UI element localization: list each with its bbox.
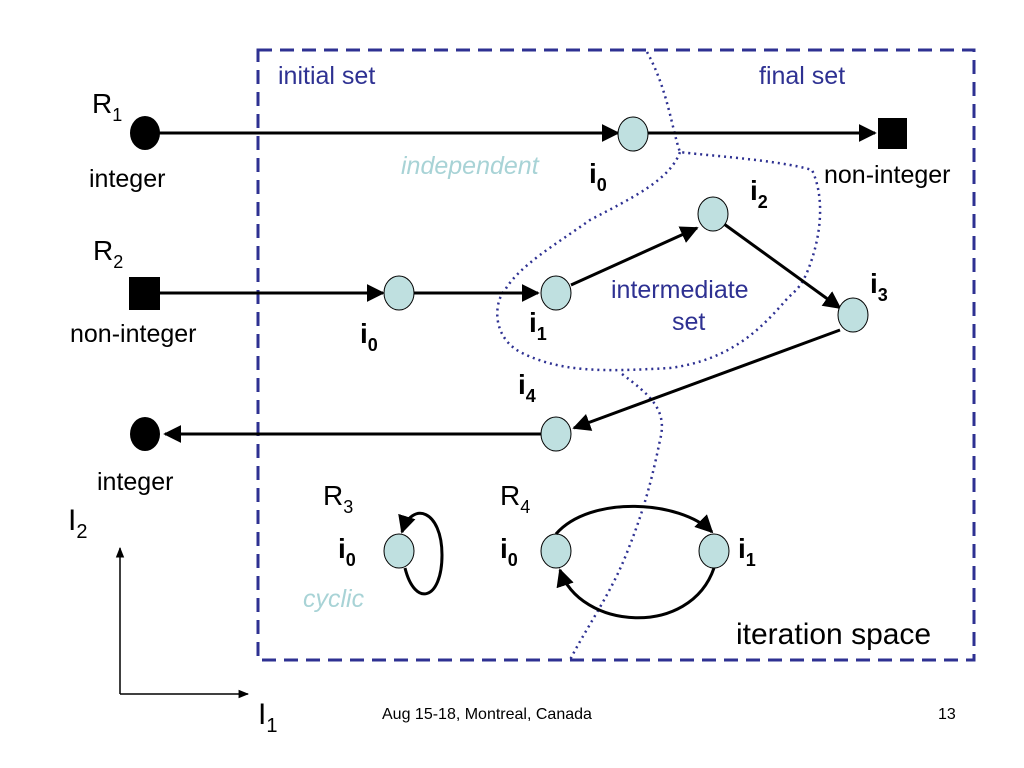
r2-node-i0-label: i0 (360, 318, 378, 355)
r2-node-i4 (540, 416, 572, 452)
r2-edge-i2-i3 (723, 222, 842, 310)
page-number: 13 (938, 706, 956, 723)
r2-edge-i3-i4 (572, 328, 841, 431)
x-axis-label: I1 (258, 698, 277, 737)
r3-name: R3 (323, 480, 353, 517)
r2-node-i1 (540, 275, 572, 311)
intermediate-set-label-line2: set (672, 308, 705, 336)
r2-node-i1-label: i1 (529, 307, 547, 344)
r4-node-i1 (698, 533, 730, 569)
r4-edge-i0-i1 (554, 504, 714, 535)
r2-node-i3-label: i3 (870, 268, 888, 305)
r4-node-i1-label: i1 (738, 533, 756, 570)
r2-node-i3 (837, 297, 869, 333)
r4-name: R4 (500, 480, 530, 517)
r1-end-square (878, 118, 907, 149)
independent-label: independent (401, 152, 540, 180)
intermediate-set-label-line1: intermediate (611, 276, 749, 304)
r2-name: R2 (93, 235, 123, 272)
iteration-space-box (256, 48, 976, 662)
cyclic-label: cyclic (303, 585, 365, 613)
r2-node-i2 (697, 196, 729, 232)
r2-node-i2-label: i2 (750, 175, 768, 212)
r1-start-circle (130, 116, 160, 150)
r1-start-label: integer (89, 165, 165, 193)
r3-node-i0-label: i0 (338, 533, 356, 570)
initial-final-boundary (496, 51, 822, 372)
r2-return-end-circle (130, 417, 160, 451)
r1-name: R1 (92, 88, 122, 125)
y-axis-label: I2 (68, 504, 87, 543)
r3-self-loop (398, 511, 444, 596)
r2-edge-i1-i2 (570, 226, 699, 287)
r2-node-i0 (383, 275, 415, 311)
r3-node-i0 (383, 533, 415, 569)
r4-node-i0-label: i0 (500, 533, 518, 570)
iteration-space-label: iteration space (736, 618, 931, 651)
r4-node-i0 (540, 533, 572, 569)
r2-start-square (129, 277, 160, 310)
r2-return-end-label: integer (97, 468, 173, 496)
final-set-label: final set (759, 62, 845, 90)
r2-node-i4-label: i4 (518, 369, 536, 406)
r1-node-i0-label: i0 (589, 158, 607, 195)
initial-set-label: initial set (278, 62, 375, 90)
r2-start-label: non-integer (70, 320, 196, 348)
r1-end-label: non-integer (824, 161, 950, 189)
footer-event: Aug 15-18, Montreal, Canada (382, 706, 592, 723)
r4-edge-i1-i0 (556, 567, 716, 620)
r1-node-i0 (617, 116, 649, 152)
